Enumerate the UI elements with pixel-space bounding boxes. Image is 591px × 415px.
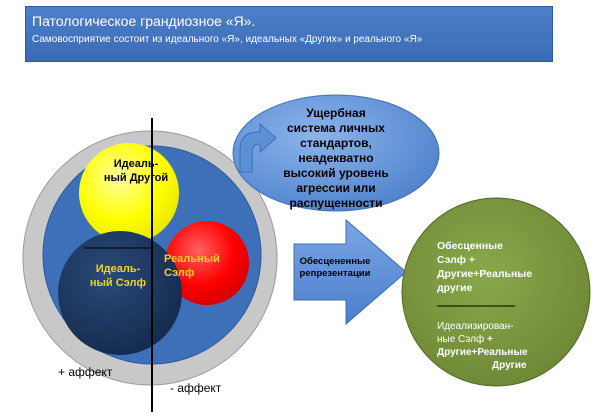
plus-affect-label: + аффект: [58, 365, 113, 379]
page-title: Патологическое грандиозное «Я».: [32, 13, 256, 29]
green-outcome-circle: [401, 197, 591, 387]
ideal-other-label: Идеаль- ный Другой: [103, 158, 169, 184]
title-banner: Патологическое грандиозное «Я». Самовосп…: [25, 6, 553, 62]
real-self-label: Реальный Сэлф: [164, 253, 220, 279]
devalued-self-others-label: Обесценные Сэлф + Другие+Реальные другие: [437, 240, 533, 294]
real-self-circle: [165, 221, 249, 305]
ideal-self-circle: [58, 231, 182, 355]
ideal-self-label: Идеаль- ный Сэлф: [89, 263, 147, 289]
idealized-line-3: Другие+Реальные: [437, 347, 528, 358]
devalued-representations-label: Обесцененные репрезентации: [299, 256, 371, 279]
curved-arrow-icon: [239, 122, 277, 173]
deficient-system-ellipse: [232, 94, 440, 212]
minus-affect-label: - аффект: [170, 381, 222, 395]
page-subtitle: Самовосприятие состоит из идеального «Я»…: [32, 34, 423, 45]
ideal-other-circle: [79, 143, 179, 243]
devalued-arrow: [293, 218, 407, 326]
idealized-line-1: Идеализирован- ные Сэлф: [437, 321, 514, 345]
idealized-plus: +: [487, 334, 493, 345]
idealized-line-4: Другие: [492, 360, 527, 371]
idealized-self-others-label: Идеализирован- ные Сэлф + Другие+Реальны…: [437, 320, 572, 372]
deficient-system-label: Ущербная система личных стандартов, неад…: [283, 106, 389, 210]
